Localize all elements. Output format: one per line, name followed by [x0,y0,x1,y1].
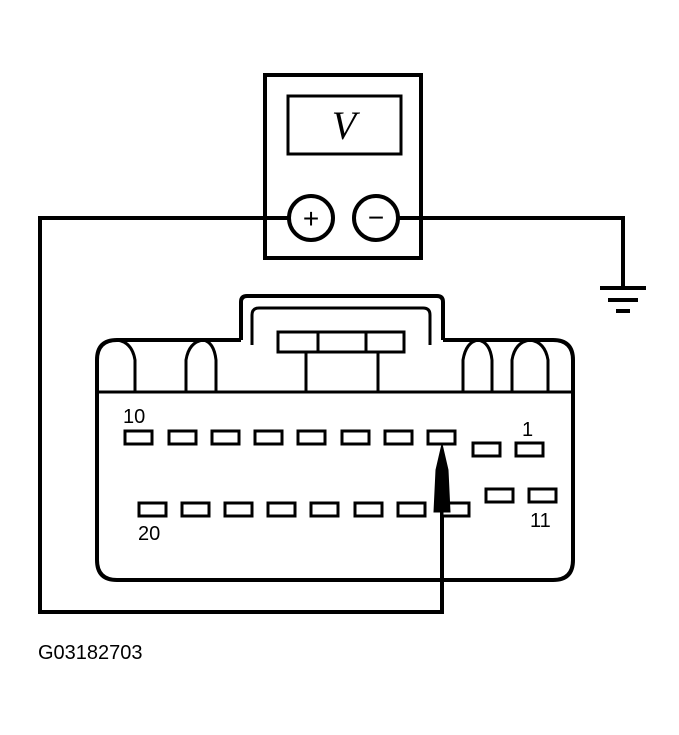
pin-label-11: 11 [530,510,551,532]
pin-15 [353,501,384,518]
negative-lead-wire [398,216,625,288]
positive-lead-wire [38,216,444,614]
pin-17 [266,501,297,518]
pin-11 [527,487,558,504]
pin-2 [471,441,502,458]
connector: 10 1 20 11 [95,294,575,582]
pin-12 [484,487,515,504]
pin-16 [309,501,340,518]
connector-body [95,338,575,582]
ground-symbol [600,286,646,313]
voltmeter-display [286,94,403,156]
pin-label-20: 20 [138,523,160,545]
pin-8 [210,429,241,446]
pin-row-top [123,429,545,458]
pin-row-bottom [137,487,558,518]
pin-19 [180,501,211,518]
pin-7 [253,429,284,446]
lock-window [276,330,406,354]
pin-9 [167,429,198,446]
pin-label-1: 1 [522,419,533,441]
pin-3 [426,429,457,446]
test-probe [433,443,451,513]
pin-6 [296,429,327,446]
positive-terminal-symbol: + [303,203,319,234]
pin-4 [383,429,414,446]
figure-code: G03182703 [38,642,143,664]
pin-20 [137,501,168,518]
negative-terminal-symbol: − [368,202,384,233]
pin-14 [396,501,427,518]
pin-label-10: 10 [123,406,145,428]
pin-10 [123,429,154,446]
pin-5 [340,429,371,446]
voltmeter-display-symbol: V [332,103,361,148]
pin-18 [223,501,254,518]
voltmeter: V + − [263,73,423,260]
pin-1 [514,441,545,458]
